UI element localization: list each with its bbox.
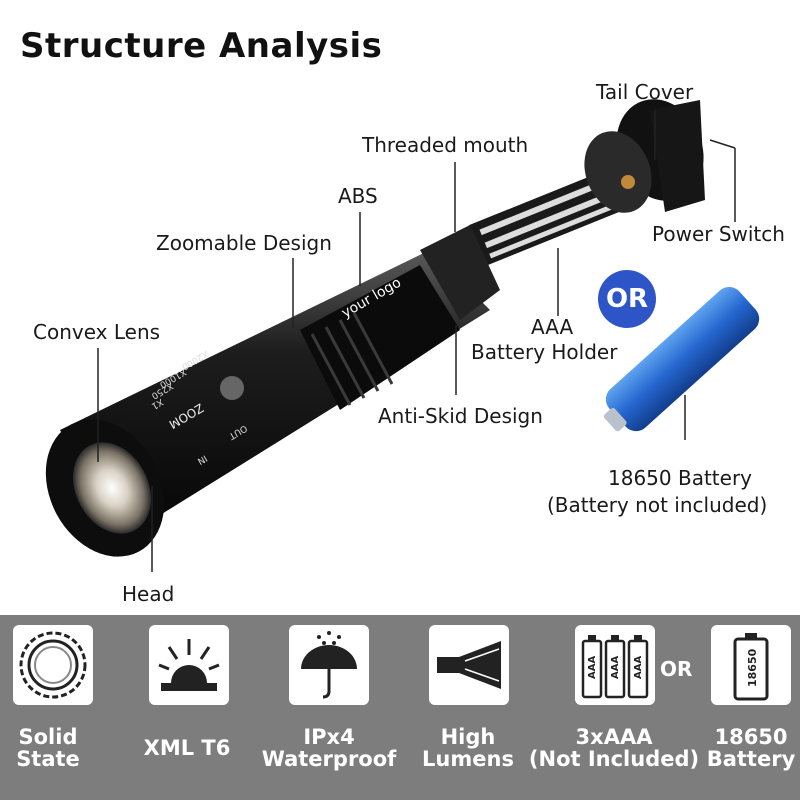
led-chip-icon [149,625,229,705]
callout-aaa: AAA [531,315,574,339]
feature-18650-battery: 18650 [706,625,796,705]
feature-line1: XML T6 [143,736,231,760]
aaa-batteries-icon: AAA AAA AAA [575,625,655,705]
umbrella-rain-icon [289,625,369,705]
feature-3xaaa-label: 3xAAA (Not Included) [524,726,704,770]
feature-solid-state [8,625,98,705]
feature-or: OR [660,657,693,681]
page-title: Structure Analysis [20,26,383,66]
feature-xml-t6-label: XML T6 [140,737,234,759]
feature-line1: IPx4 [303,725,355,749]
svg-text:AAA: AAA [610,656,621,679]
callout-18650-battery: 18650 Battery [608,466,753,490]
svg-text:AAA: AAA [587,656,598,679]
callout-anti-skid-design: Anti-Skid Design [378,404,543,428]
feature-line1: Solid [18,725,78,749]
callout-power-switch: Power Switch [652,222,785,246]
feature-18650-label: 18650 Battery [706,726,796,770]
feature-line1: 18650 [714,725,788,749]
flashlight-body [45,225,500,557]
callout-battery-holder: Battery Holder [471,340,618,364]
feature-solid-state-label: Solid State [8,726,88,770]
feature-line2: Lumens [422,747,514,771]
callout-convex-lens: Convex Lens [33,320,161,344]
battery-18650 [603,286,760,432]
callout-abs: ABS [338,184,378,208]
feature-band [0,615,800,800]
svg-text:18650: 18650 [746,648,759,687]
callout-threaded-mouth: Threaded mouth [362,133,529,157]
feature-line1: High [440,725,496,749]
callout-tail-cover: Tail Cover [596,80,694,104]
feature-line1: 3xAAA [575,725,653,749]
feature-high-lumens-label: High Lumens [418,726,518,770]
flashlight-illustration: your logo ZOOM X2000 X1000 X250 X1 OUT I… [45,99,760,572]
feature-xml-t6 [144,625,234,705]
solid-state-icon [13,625,93,705]
feature-line2: (Not Included) [528,747,700,771]
feature-waterproof [284,625,374,705]
or-badge: OR [598,270,656,328]
callout-battery-not-included: (Battery not included) [547,493,768,517]
battery-18650-icon: 18650 [711,625,791,705]
feature-waterproof-label: IPx4 Waterproof [256,726,402,770]
feature-3xaaa: AAA AAA AAA [570,625,660,705]
svg-text:AAA: AAA [633,656,644,679]
feature-line2: Battery [706,747,796,771]
callout-zoomable-design: Zoomable Design [156,231,332,255]
tail-cover [584,99,705,213]
in-print: IN [195,452,208,465]
feature-high-lumens [424,625,514,705]
high-lumens-icon [429,625,509,705]
feature-line2: State [16,747,80,771]
callout-head: Head [122,582,175,606]
feature-line2: Waterproof [261,747,397,771]
